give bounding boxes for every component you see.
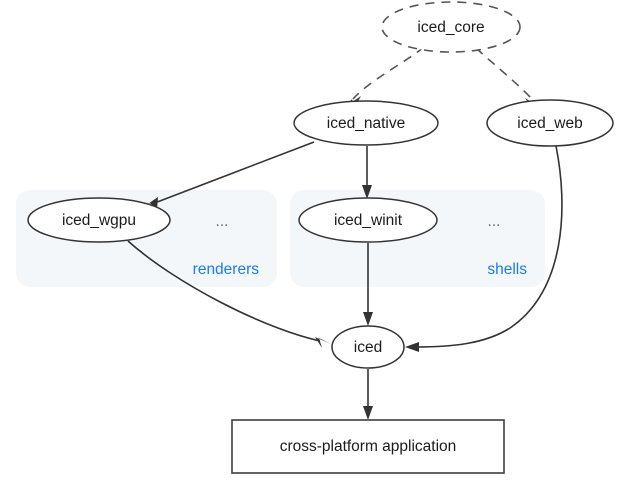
arrow-head	[315, 337, 331, 348]
node-iced-core-shape[interactable]	[381, 1, 521, 53]
node-iced-web[interactable]: iced_web	[486, 99, 614, 147]
edge-line	[352, 46, 425, 100]
arrow-head	[363, 312, 373, 326]
edge-line	[151, 141, 315, 205]
node-iced-native-shape[interactable]	[293, 100, 439, 146]
node-iced-core-label: iced_core	[417, 19, 484, 36]
node-iced-web-shape[interactable]	[486, 99, 614, 147]
node-iced-wgpu-shape[interactable]	[27, 197, 171, 243]
edge-line	[127, 240, 321, 342]
node-iced-native[interactable]: iced_native	[293, 100, 439, 146]
node-application-label: cross-platform application	[280, 438, 457, 455]
node-iced-winit-shape[interactable]	[298, 197, 438, 243]
node-iced[interactable]: iced	[331, 325, 405, 369]
node-iced-core[interactable]: iced_core	[381, 1, 521, 53]
cluster-shells-label: shells	[487, 261, 527, 278]
node-iced-shape[interactable]	[331, 325, 405, 369]
edge-line	[475, 47, 534, 101]
node-iced-winit[interactable]: iced_winit	[298, 197, 438, 243]
edge-iced-winit-to-iced	[363, 243, 373, 326]
node-application[interactable]: cross-platform application	[231, 419, 505, 474]
arrow-head	[362, 185, 372, 199]
arrow-head	[405, 342, 419, 352]
cluster-renderers-label: renderers	[193, 261, 260, 278]
node-iced-web-label: iced_web	[517, 115, 583, 132]
node-iced-wgpu[interactable]: iced_wgpu	[27, 197, 171, 243]
node-iced-winit-label: iced_winit	[334, 212, 403, 229]
edge-iced-web-to-iced	[405, 145, 563, 352]
edge-iced-wgpu-to-iced	[127, 240, 331, 348]
node-iced-native-label: iced_native	[327, 115, 405, 132]
edge-iced-native-to-iced-winit	[362, 146, 372, 199]
arrow-head	[363, 406, 373, 420]
edge-iced-core-to-iced-native	[346, 46, 425, 109]
node-application-shape[interactable]	[231, 419, 505, 474]
edge-line	[415, 145, 563, 348]
renderers-ellipsis-label: ...	[216, 213, 229, 230]
shells-ellipsis-label: ...	[488, 213, 501, 230]
edge-iced-to-application	[363, 369, 373, 420]
node-iced-label: iced	[354, 339, 382, 356]
node-iced-wgpu-label: iced_wgpu	[62, 212, 136, 229]
